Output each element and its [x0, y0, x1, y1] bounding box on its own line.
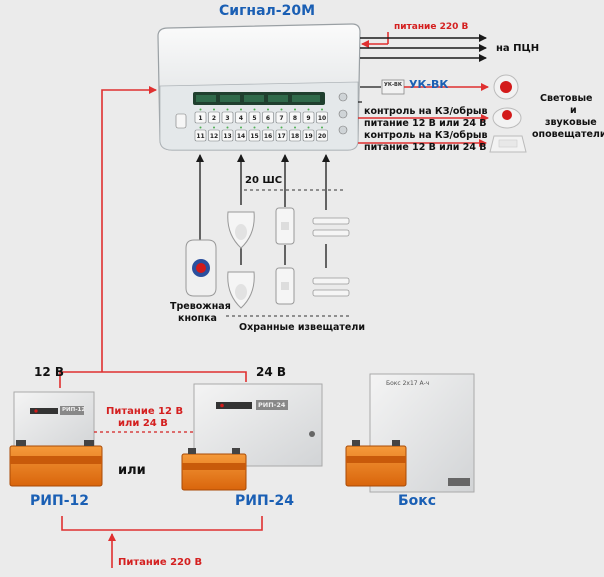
keypad-key: 14	[235, 126, 247, 142]
rip24-battery	[181, 448, 247, 491]
keypad-key: 17	[275, 126, 288, 142]
keypad-key-label: 2	[212, 115, 216, 122]
pcn-lines	[360, 34, 487, 62]
loops-label: 20 ШС	[245, 175, 283, 186]
keypad-key: 10	[316, 108, 328, 124]
rip24-plate: РИП-24	[258, 401, 286, 409]
rip12-battery	[9, 440, 103, 487]
sirens-line3: звуковые	[545, 117, 597, 128]
voltage-24-label: 24 В	[256, 365, 287, 379]
keypad-key: 16	[262, 126, 274, 142]
keypad-key: 1	[194, 108, 207, 124]
keypad-key-label: 10	[318, 115, 326, 122]
rip12-label: РИП-12	[30, 493, 89, 509]
keypad-key: 11	[194, 126, 207, 142]
sirens-line2: и	[570, 105, 577, 116]
top-power-label: питание 220 В	[394, 22, 469, 32]
psu-power-line2: или 24 В	[118, 418, 168, 429]
keypad-key: 7	[275, 108, 288, 124]
keypad-key-label: 3	[225, 115, 229, 122]
boks-label: Бокс	[398, 493, 437, 509]
keypad-key: 8	[289, 108, 301, 124]
pcn-label: на ПЦН	[496, 43, 540, 54]
alarm-button-line2: кнопка	[178, 313, 217, 324]
bottom-power-wire	[61, 516, 263, 568]
ukvk-device-text: УК-ВК	[384, 82, 402, 88]
detectors-label: Охранные извещатели	[239, 322, 365, 333]
keypad-key-label: 8	[293, 115, 297, 122]
siren-3	[489, 135, 527, 153]
motion-detector-2	[227, 271, 255, 309]
glass-break-detector-2	[275, 267, 295, 305]
psu-to-signal-wire	[59, 86, 247, 388]
boks-plate: Бокс 2х17 А-ч	[386, 380, 430, 387]
alarm-button-line1: Тревожная	[170, 301, 231, 312]
keypad-key: 9	[302, 108, 315, 124]
keypad-key: 18	[289, 126, 301, 142]
keypad-key: 13	[221, 126, 234, 142]
keypad-key: 19	[302, 126, 315, 142]
control2-line1: контроль на КЗ/обрыв	[364, 130, 488, 141]
control2-line2: питание 12 В или 24 В	[364, 142, 487, 153]
keypad-key-label: 13	[223, 133, 231, 140]
keypad-key: 6	[262, 108, 274, 124]
keypad-key: 15	[248, 126, 261, 142]
bottom-power-label: Питание 220 В	[118, 557, 203, 568]
device-title: Сигнал-20М	[219, 3, 315, 19]
keypad-key-label: 17	[277, 133, 285, 140]
keypad-key-label: 6	[266, 115, 270, 122]
keypad-key-label: 20	[318, 133, 326, 140]
keypad-key-label: 14	[237, 133, 245, 140]
keypad-key-label: 1	[198, 115, 202, 122]
alarm-button-device	[185, 239, 217, 297]
motion-detector-1	[227, 211, 255, 249]
magnetic-contact-1	[312, 217, 350, 237]
keypad-key: 5	[248, 108, 261, 124]
rip24-label: РИП-24	[235, 493, 294, 509]
keypad-key: 12	[208, 126, 220, 142]
ukvk-label: УК-ВК	[409, 78, 449, 91]
keypad-key: 4	[235, 108, 247, 124]
loop-wires	[196, 154, 330, 268]
ukvk-module	[358, 79, 489, 103]
magnetic-contact-2	[312, 277, 350, 297]
keypad-key-label: 19	[304, 133, 312, 140]
or-label: или	[118, 463, 146, 478]
siren-lines	[358, 114, 489, 147]
voltage-12-label: 12 В	[34, 365, 65, 379]
keypad-key-label: 4	[239, 115, 243, 122]
keypad-key-label: 15	[250, 133, 258, 140]
sirens-line1: Световые	[540, 93, 593, 104]
keypad-key-label: 18	[291, 133, 299, 140]
keypad-key-label: 5	[252, 115, 256, 122]
keypad-key: 2	[208, 108, 220, 124]
control1-line1: контроль на КЗ/обрыв	[364, 106, 488, 117]
keypad-key-label: 7	[279, 115, 283, 122]
siren-1	[493, 74, 519, 100]
sirens-line4: оповещатели	[532, 129, 604, 140]
psu-power-line1: Питание 12 В	[106, 406, 184, 417]
keypad-key-label: 16	[264, 133, 272, 140]
keypad-key-label: 12	[210, 133, 218, 140]
boks-battery	[345, 440, 407, 487]
keypad-key-label: 9	[306, 115, 310, 122]
keypad-key: 3	[221, 108, 234, 124]
rip24-device	[193, 383, 323, 467]
rip12-device	[13, 391, 95, 451]
rip12-plate: РИП-12	[62, 407, 86, 413]
control1-line2: питание 12 В или 24 В	[364, 118, 487, 129]
siren-2	[492, 107, 522, 129]
keypad-key-label: 11	[196, 133, 204, 140]
keypad-key: 20	[316, 126, 328, 142]
glass-break-detector-1	[275, 207, 295, 245]
